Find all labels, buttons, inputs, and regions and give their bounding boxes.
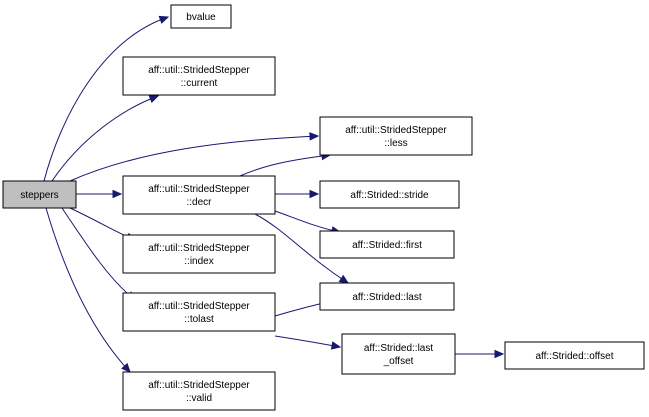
edge-line [45, 207, 131, 373]
node-box [341, 333, 456, 375]
edge-line [51, 95, 159, 182]
node-label: ::decr [186, 197, 212, 208]
node-label: aff::util::StridedStepper [148, 301, 250, 312]
node-box [319, 116, 473, 156]
edge-last-offset-to-offset [455, 349, 505, 359]
node-offset[interactable]: aff::Strided::offset [504, 341, 645, 370]
node-label: aff::util::StridedStepper [148, 65, 250, 76]
node-label: steppers [20, 190, 58, 201]
arrowhead [112, 189, 123, 199]
node-label: ::less [384, 138, 407, 149]
node-last[interactable]: aff::Strided::last [319, 282, 455, 311]
node-box [319, 282, 455, 311]
node-box [170, 4, 232, 29]
edge-decr-to-less [239, 151, 332, 177]
edge-decr-to-stride [275, 189, 320, 199]
edge-steppers-to-current [51, 95, 160, 182]
node-label: aff::Strided::last [364, 343, 434, 354]
node-box [319, 180, 460, 209]
edge-line [254, 213, 349, 284]
edge-tolast-to-last-offset [274, 335, 342, 350]
arrowhead [494, 349, 505, 359]
arrowhead [330, 341, 342, 350]
node-less[interactable]: aff::util::StridedStepper::less [319, 116, 473, 156]
arrowhead [148, 95, 160, 104]
node-decr[interactable]: aff::util::StridedStepper::decr [122, 175, 276, 215]
arrowhead [338, 274, 350, 284]
node-label: aff::Strided::stride [350, 190, 429, 201]
node-stride[interactable]: aff::Strided::stride [319, 180, 460, 209]
node-label: aff::util::StridedStepper [148, 243, 250, 254]
node-last-offset[interactable]: aff::Strided::last_offset [341, 333, 456, 375]
node-label: ::current [181, 78, 218, 89]
edge-steppers-to-less [69, 132, 320, 182]
node-tolast[interactable]: aff::util::StridedStepper::tolast [122, 292, 276, 332]
edge-line [69, 135, 319, 182]
edge-steppers-to-decr [76, 189, 123, 199]
edge-decr-to-first [274, 210, 342, 235]
node-first[interactable]: aff::Strided::first [319, 230, 455, 259]
node-label: ::index [184, 256, 213, 267]
node-box [319, 230, 455, 259]
node-box [122, 56, 276, 96]
node-label: aff::util::StridedStepper [148, 380, 250, 391]
call-nodes: steppers bvalueaff::util::StridedStepper:… [2, 4, 645, 411]
node-current[interactable]: aff::util::StridedStepper::current [122, 56, 276, 96]
edge-line [43, 16, 169, 182]
node-label: bvalue [186, 12, 216, 23]
node-label: aff::Strided::last [352, 292, 422, 303]
edge-steppers-to-valid [45, 207, 131, 373]
edge-steppers-to-bvalue [43, 15, 170, 182]
edge-line [274, 210, 341, 233]
arrowhead [309, 189, 320, 199]
edge-line [239, 154, 331, 177]
node-valid[interactable]: aff::util::StridedStepper::valid [122, 371, 276, 411]
arrowhead [158, 15, 170, 24]
arrowhead [121, 362, 131, 373]
edge-decr-to-last [254, 213, 350, 284]
node-label: aff::Strided::first [352, 240, 422, 251]
node-box [122, 292, 276, 332]
node-box [504, 341, 645, 370]
node-box [122, 234, 276, 274]
node-index[interactable]: aff::util::StridedStepper::index [122, 234, 276, 274]
node-box [122, 175, 276, 215]
node-label: aff::Strided::offset [535, 351, 613, 362]
node-label: aff::util::StridedStepper [345, 125, 447, 136]
node-box [122, 371, 276, 411]
arrowhead [309, 132, 320, 141]
node-bvalue[interactable]: bvalue [170, 4, 232, 29]
node-box [2, 180, 77, 209]
node-label: _offset [383, 356, 414, 367]
edge-line [274, 335, 341, 348]
node-label: ::tolast [184, 314, 214, 325]
node-steppers[interactable]: steppers [2, 180, 77, 209]
node-label: ::valid [186, 393, 212, 404]
node-label: aff::util::StridedStepper [148, 184, 250, 195]
